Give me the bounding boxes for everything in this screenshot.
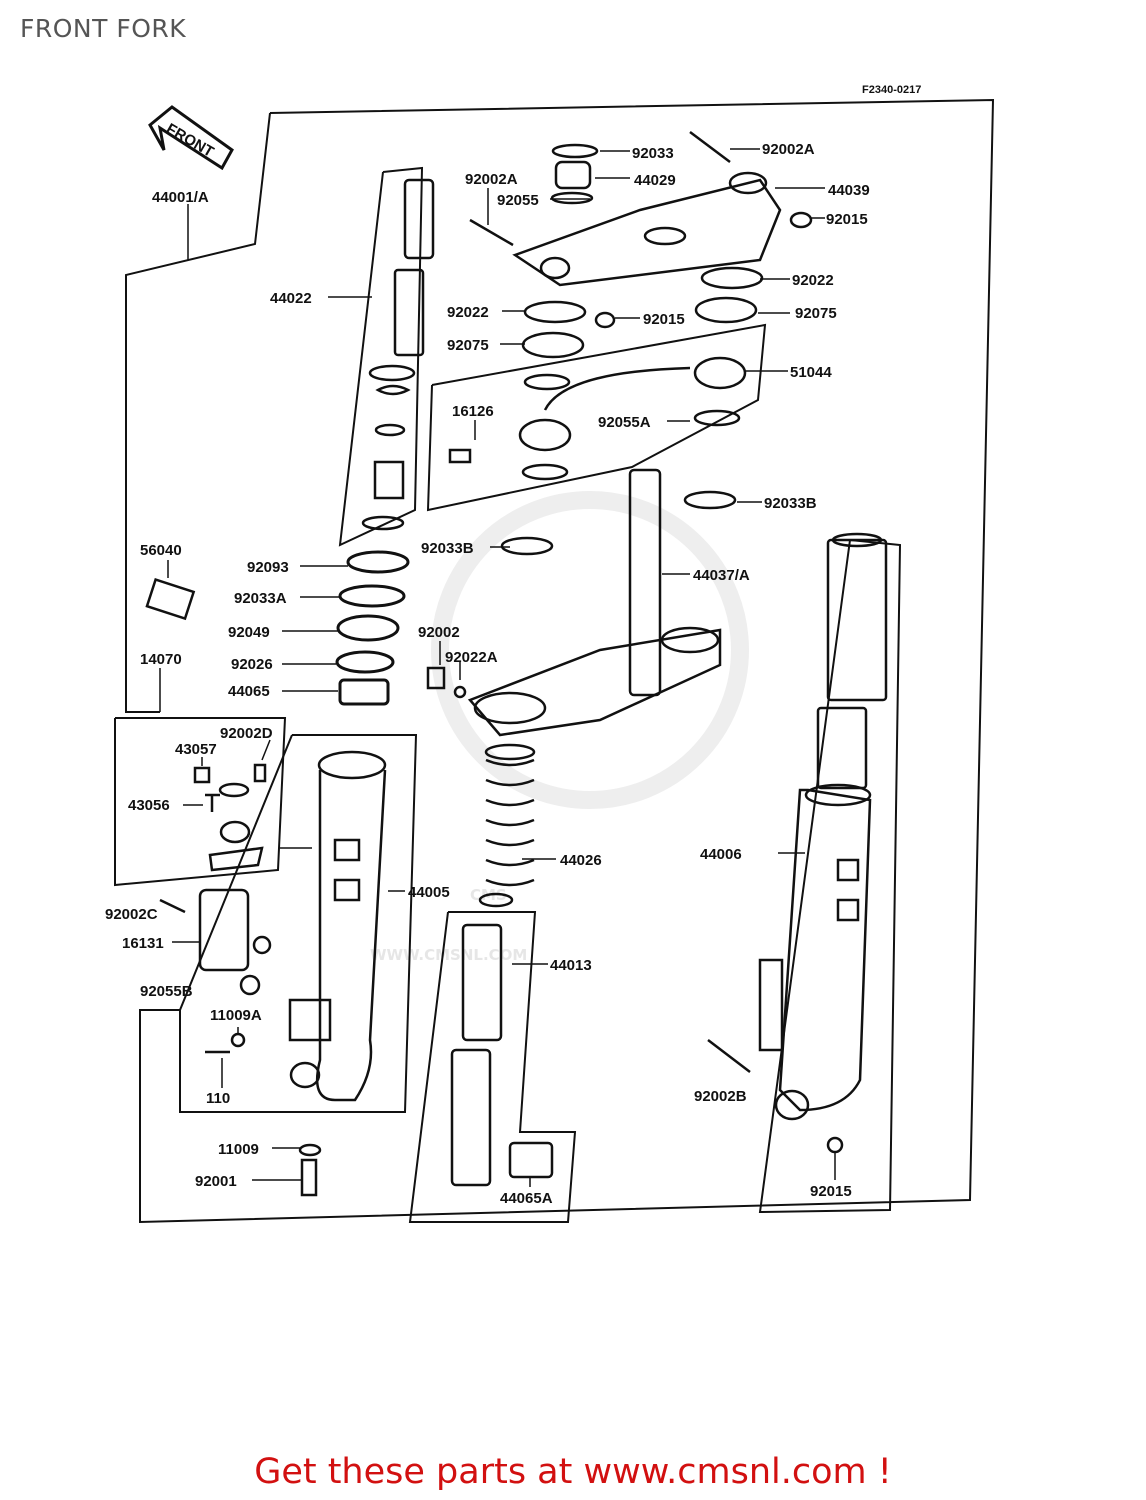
part-label: 92001 (195, 1173, 237, 1190)
fork-spring (478, 743, 536, 908)
part-label: 51044 (790, 364, 832, 381)
part-label: 44026 (560, 852, 602, 869)
handlebar-clamps (448, 356, 747, 556)
front-arrow-icon: FRONT (148, 105, 234, 171)
part-label: 16126 (452, 403, 494, 420)
exploded-parts-diagram: CMS WWW.CMSNL.COM F2340-0217 FRONT (105, 84, 995, 1224)
part-label: 92055B (140, 983, 193, 1000)
part-label: 92002C (105, 906, 158, 923)
part-label: 92033B (421, 540, 474, 557)
part-label: 44022 (270, 290, 312, 307)
assembly-outline (114, 98, 995, 1224)
part-label: 11009 (218, 1141, 259, 1158)
part-label: 92055 (497, 192, 539, 209)
part-label: 92075 (447, 337, 489, 354)
promo-banner: Get these parts at www.cmsnl.com ! (254, 1452, 892, 1492)
part-label: 92033A (234, 590, 287, 607)
outer-tube-left (288, 750, 387, 1102)
part-label: 11009A (210, 1007, 262, 1024)
part-label: 43057 (175, 741, 217, 758)
part-label: 14070 (140, 651, 182, 668)
part-label: 92075 (795, 305, 837, 322)
part-label: 92022 (447, 304, 489, 321)
damper-rod (450, 923, 554, 1187)
fork-tube-left (361, 178, 435, 531)
leader-lines (159, 148, 836, 1187)
diagram-code: F2340-0217 (862, 84, 921, 96)
part-label: 92002A (762, 141, 815, 158)
part-label: 92033 (632, 145, 674, 162)
part-label: 92015 (810, 1183, 852, 1200)
seal-stack (335, 550, 410, 706)
part-label: 92026 (231, 656, 273, 673)
part-label: 44065 (228, 683, 270, 700)
part-label: 44065A (500, 1190, 553, 1207)
part-label: 44005 (408, 884, 450, 901)
part-label: 44001/A (152, 189, 209, 206)
part-label: 92015 (826, 211, 868, 228)
part-label: 92002A (465, 171, 518, 188)
part-label: 92002B (694, 1088, 747, 1105)
part-label: 92093 (247, 559, 289, 576)
part-label: 44029 (634, 172, 676, 189)
part-label: 92015 (643, 311, 685, 328)
part-label: 110 (206, 1090, 230, 1107)
part-label: 92049 (228, 624, 270, 641)
part-label: 44039 (828, 182, 870, 199)
part-label: 16131 (122, 935, 164, 952)
part-label: 92022A (445, 649, 498, 666)
part-label: 92022 (792, 272, 834, 289)
part-label: 56040 (140, 542, 182, 559)
watermark-url: WWW.CMSNL.COM (370, 946, 527, 964)
steering-stem (426, 468, 722, 737)
part-label: 92055A (598, 414, 651, 431)
part-label: 92002D (220, 725, 273, 742)
part-label: 92033B (764, 495, 817, 512)
part-label: 44006 (700, 846, 742, 863)
page-title: FRONT FORK (20, 14, 187, 43)
adjuster-parts (145, 577, 322, 1197)
part-labels: 44001/A 92033 92002A 92002A 44029 92055 … (105, 141, 870, 1207)
upper-bracket (469, 131, 813, 359)
fork-leg-right (707, 532, 888, 1154)
part-label: 44037/A (693, 567, 750, 584)
part-label: 92002 (418, 624, 460, 641)
part-label: 44013 (550, 957, 592, 974)
part-label: 43056 (128, 797, 170, 814)
